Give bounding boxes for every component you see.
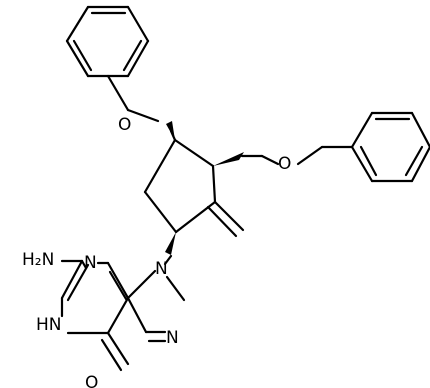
ether-oxygen-left-label: O bbox=[118, 115, 131, 135]
amine-label: H₂N bbox=[22, 250, 54, 270]
imidazole-nitrogen-top-label: N bbox=[155, 259, 168, 279]
purine-ring bbox=[60, 254, 186, 372]
ring-nitrogen-label: N bbox=[84, 253, 97, 273]
benzene-ring-left bbox=[65, 5, 150, 78]
benzene-ring-right bbox=[350, 111, 430, 183]
benzyl-linker-right bbox=[240, 145, 354, 166]
cyclopentane-ring bbox=[143, 138, 217, 234]
atom-labels: O O H₂N N N HN N O bbox=[22, 115, 291, 388]
ring-nh-label: HN bbox=[36, 315, 62, 335]
ether-oxygen-right-label: O bbox=[278, 154, 291, 174]
carbonyl-oxygen-label: O bbox=[85, 373, 98, 388]
stereo-wedges bbox=[165, 121, 244, 255]
imidazole-nitrogen-right-label: N bbox=[166, 328, 179, 348]
exocyclic-methylene bbox=[206, 200, 245, 238]
